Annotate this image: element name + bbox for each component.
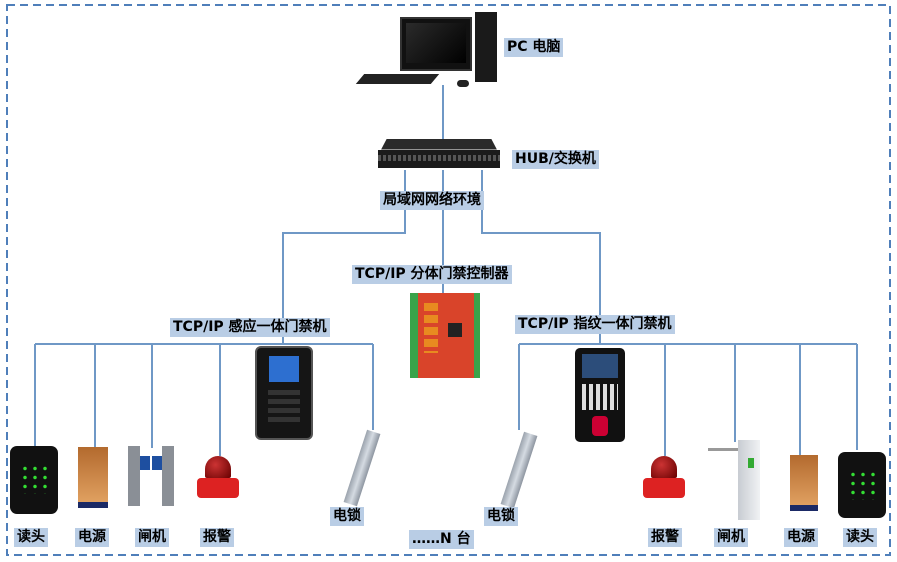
power-supply-icon — [790, 455, 818, 511]
lan-label: 局域网网络环境 — [380, 191, 484, 210]
more-devices-label: ……N 台 — [409, 530, 474, 549]
tripod-turnstile-icon — [708, 440, 764, 520]
alarm-siren-icon — [643, 456, 685, 500]
right-device-label: 读头 — [843, 528, 877, 547]
left-lock-label: 电锁 — [330, 507, 364, 526]
left-device-label: 读头 — [14, 528, 48, 547]
wire-right-bus — [518, 343, 858, 456]
desktop-computer-icon — [355, 12, 505, 87]
card-reader-icon — [838, 452, 886, 518]
wire-left-bus — [34, 343, 374, 456]
card-reader-icon — [10, 446, 58, 514]
pc-label: PC 电脑 — [504, 38, 564, 57]
card-reader-terminal-icon — [255, 346, 313, 440]
right-lock-label: 电锁 — [484, 507, 518, 526]
power-supply-icon — [78, 447, 108, 508]
left-group-label: TCP/IP 感应一体门禁机 — [170, 318, 330, 337]
network-switch-icon — [378, 138, 500, 170]
switch-label: HUB/交换机 — [512, 150, 599, 169]
right-device-label: 报警 — [648, 528, 682, 547]
controller-label: TCP/IP 分体门禁控制器 — [352, 265, 512, 284]
left-device-label: 报警 — [200, 528, 234, 547]
dashed-border — [6, 4, 891, 556]
fingerprint-terminal-icon — [575, 348, 625, 442]
right-device-label: 闸机 — [714, 528, 748, 547]
left-device-label: 闸机 — [135, 528, 169, 547]
alarm-siren-icon — [197, 456, 239, 500]
left-device-label: 电源 — [75, 528, 109, 547]
right-group-label: TCP/IP 指纹一体门禁机 — [515, 315, 675, 334]
circuit-board-icon — [410, 293, 480, 378]
turnstile-gate-icon — [128, 446, 176, 506]
right-device-label: 电源 — [784, 528, 818, 547]
